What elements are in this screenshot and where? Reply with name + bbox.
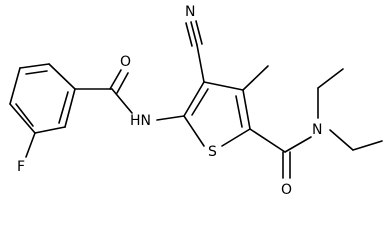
bond-thio-s-c5 — [183, 115, 205, 147]
bond-nitrile-triple-1 — [190, 21, 198, 46]
molecule-structure: F O HN S N O N — [9, 4, 383, 198]
bond-c-f — [25, 132, 36, 158]
bond-methyl — [242, 65, 269, 91]
bond-ring-double-1 — [25, 70, 48, 75]
bond-nitrile-single — [196, 44, 205, 83]
bond-ring-a6 — [9, 67, 21, 105]
bond-ring-a2 — [48, 63, 76, 90]
diethylamine-n-label: N — [312, 122, 322, 138]
bond-ethyl2-a — [329, 129, 354, 151]
bond-thio-c2-s — [221, 128, 251, 147]
bond-ring-double-3 — [15, 103, 34, 127]
bond-ring-a4 — [34, 126, 66, 134]
bond-thio-c5-c4 — [183, 81, 205, 117]
nitrile-group — [185, 20, 205, 83]
bond-thio-c3-c2 — [242, 89, 251, 130]
bond-nitrile-triple-3 — [185, 22, 193, 47]
bond-ring-a5 — [9, 103, 36, 134]
fluorophenyl-ring — [9, 63, 76, 134]
bond-thio-c3-c2-double — [235, 95, 243, 128]
bond-ring-a3 — [64, 88, 76, 128]
amide-oxygen-label: O — [120, 54, 131, 70]
bond-thio-c4-c3 — [203, 81, 244, 91]
bond-ethyl2-b — [352, 140, 383, 151]
bond-ring-double-2 — [58, 91, 69, 124]
bond-ring-a1 — [19, 63, 50, 69]
bond-amide-co-1 — [109, 69, 122, 90]
bond-nitrile-triple-2 — [195, 20, 203, 45]
fluorine-label: F — [17, 159, 25, 175]
nitrile-n-label: N — [185, 4, 195, 20]
ethyl-groups — [317, 68, 383, 151]
sulfur-label: S — [208, 144, 217, 160]
bond-carbonyl-nh — [111, 88, 133, 114]
bond-thio-carboxamide — [249, 128, 286, 153]
bond-thio-c5-c4-double — [191, 88, 209, 116]
carboxamide-oxygen-label: O — [281, 182, 292, 198]
thiophene-ring — [183, 81, 251, 147]
bond-nh-thiophene — [156, 115, 185, 121]
bond-amide-co-2 — [116, 72, 129, 94]
bond-carboxamide-n — [284, 136, 312, 153]
bond-ethyl1-b — [317, 68, 344, 89]
amide-nh-label: HN — [130, 113, 151, 129]
